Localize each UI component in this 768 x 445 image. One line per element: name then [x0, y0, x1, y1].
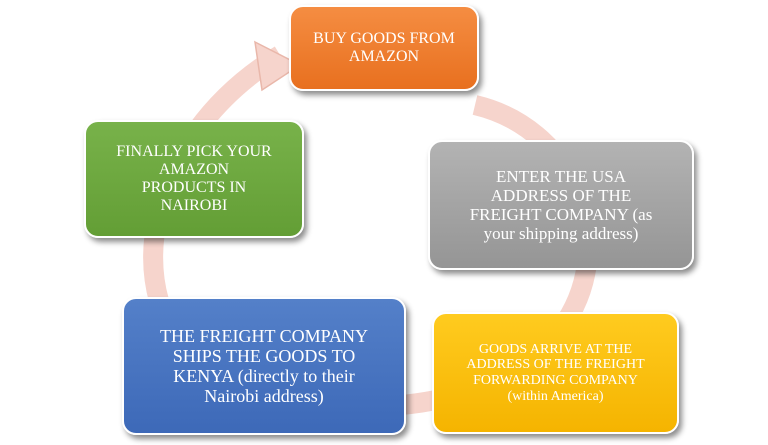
step-buy-goods: BUY GOODS FROM AMAZON	[289, 5, 479, 91]
step-buy-goods-label: BUY GOODS FROM AMAZON	[313, 30, 455, 65]
step-pick-up-nairobi-label: FINALLY PICK YOUR AMAZON PRODUCTS IN NAI…	[116, 143, 272, 214]
step-enter-address: ENTER THE USA ADDRESS OF THE FREIGHT COM…	[428, 140, 694, 270]
step-enter-address-label: ENTER THE USA ADDRESS OF THE FREIGHT COM…	[469, 166, 653, 244]
step-goods-arrive: GOODS ARRIVE AT THE ADDRESS OF THE FREIG…	[432, 312, 679, 434]
step-ships-to-kenya: THE FREIGHT COMPANY SHIPS THE GOODS TO K…	[122, 297, 406, 435]
step-pick-up-nairobi: FINALLY PICK YOUR AMAZON PRODUCTS IN NAI…	[84, 120, 304, 238]
step-ships-to-kenya-label: THE FREIGHT COMPANY SHIPS THE GOODS TO K…	[159, 325, 369, 407]
step-goods-arrive-label: GOODS ARRIVE AT THE ADDRESS OF THE FREIG…	[466, 341, 645, 404]
cycle-arrow-head	[254, 40, 302, 92]
